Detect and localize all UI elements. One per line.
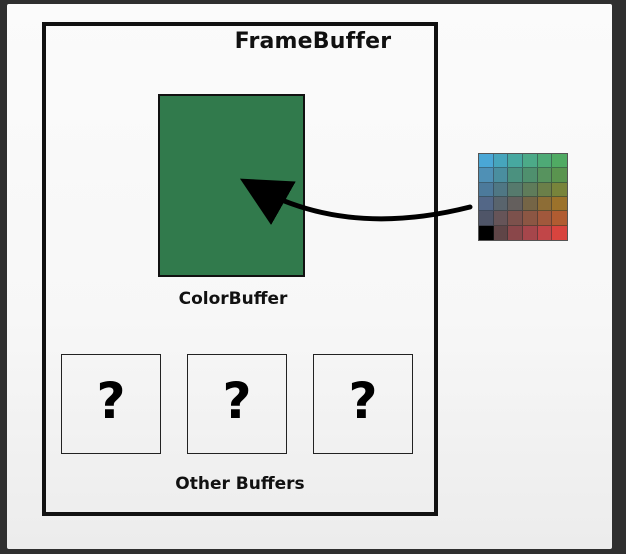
- palette-cell-6-3: [508, 225, 523, 240]
- palette-cell-1-2: [493, 154, 509, 169]
- palette-cell-4-3: [508, 196, 523, 212]
- question-mark-icon: ?: [348, 372, 378, 430]
- diagram-canvas: [7, 4, 612, 549]
- palette-cell-6-5: [537, 225, 553, 240]
- palette-cell-3-3: [508, 182, 523, 197]
- palette-cell-3-6: [552, 182, 567, 197]
- palette-cell-3-1: [479, 182, 494, 197]
- palette-cell-5-2: [493, 211, 509, 226]
- palette-cell-6-4: [523, 225, 538, 240]
- palette-cell-4-2: [493, 196, 509, 212]
- palette-cell-1-6: [552, 154, 567, 169]
- framebuffer-container: [42, 22, 438, 516]
- palette-cell-5-1: [479, 211, 494, 226]
- framebuffer-title: FrameBuffer: [234, 29, 392, 54]
- palette-cell-2-4: [523, 168, 538, 183]
- palette-cell-1-3: [508, 154, 523, 169]
- color-buffer-rectangle: [158, 94, 305, 277]
- other-buffer-box-3: ?: [313, 354, 413, 454]
- palette-cell-6-6: [552, 225, 567, 240]
- palette-cell-2-3: [508, 168, 523, 183]
- palette-cell-4-5: [537, 196, 553, 212]
- palette-cell-1-4: [523, 154, 538, 169]
- palette-cell-5-3: [508, 211, 523, 226]
- palette-cell-6-2: [493, 225, 509, 240]
- question-mark-icon: ?: [96, 372, 126, 430]
- palette-cell-2-6: [552, 168, 567, 183]
- other-buffers-label: Other Buffers: [175, 474, 305, 494]
- other-buffer-box-1: ?: [61, 354, 161, 454]
- palette-cell-2-2: [493, 168, 509, 183]
- palette-cell-2-1: [479, 168, 494, 183]
- palette-cell-2-5: [537, 168, 553, 183]
- palette-cell-1-5: [537, 154, 553, 169]
- palette-cell-4-6: [552, 196, 567, 212]
- palette-cell-6-1: [479, 225, 494, 240]
- palette-cell-1-1: [479, 154, 494, 169]
- palette-cell-4-1: [479, 196, 494, 212]
- other-buffer-box-2: ?: [187, 354, 287, 454]
- palette-cell-5-4: [523, 211, 538, 226]
- palette-cell-5-6: [552, 211, 567, 226]
- question-mark-icon: ?: [222, 372, 252, 430]
- palette-cell-4-4: [523, 196, 538, 212]
- palette-cell-3-5: [537, 182, 553, 197]
- color-palette-grid: [478, 153, 568, 241]
- palette-cell-3-4: [523, 182, 538, 197]
- palette-cell-3-2: [493, 182, 509, 197]
- color-buffer-label: ColorBuffer: [178, 289, 288, 309]
- palette-cell-5-5: [537, 211, 553, 226]
